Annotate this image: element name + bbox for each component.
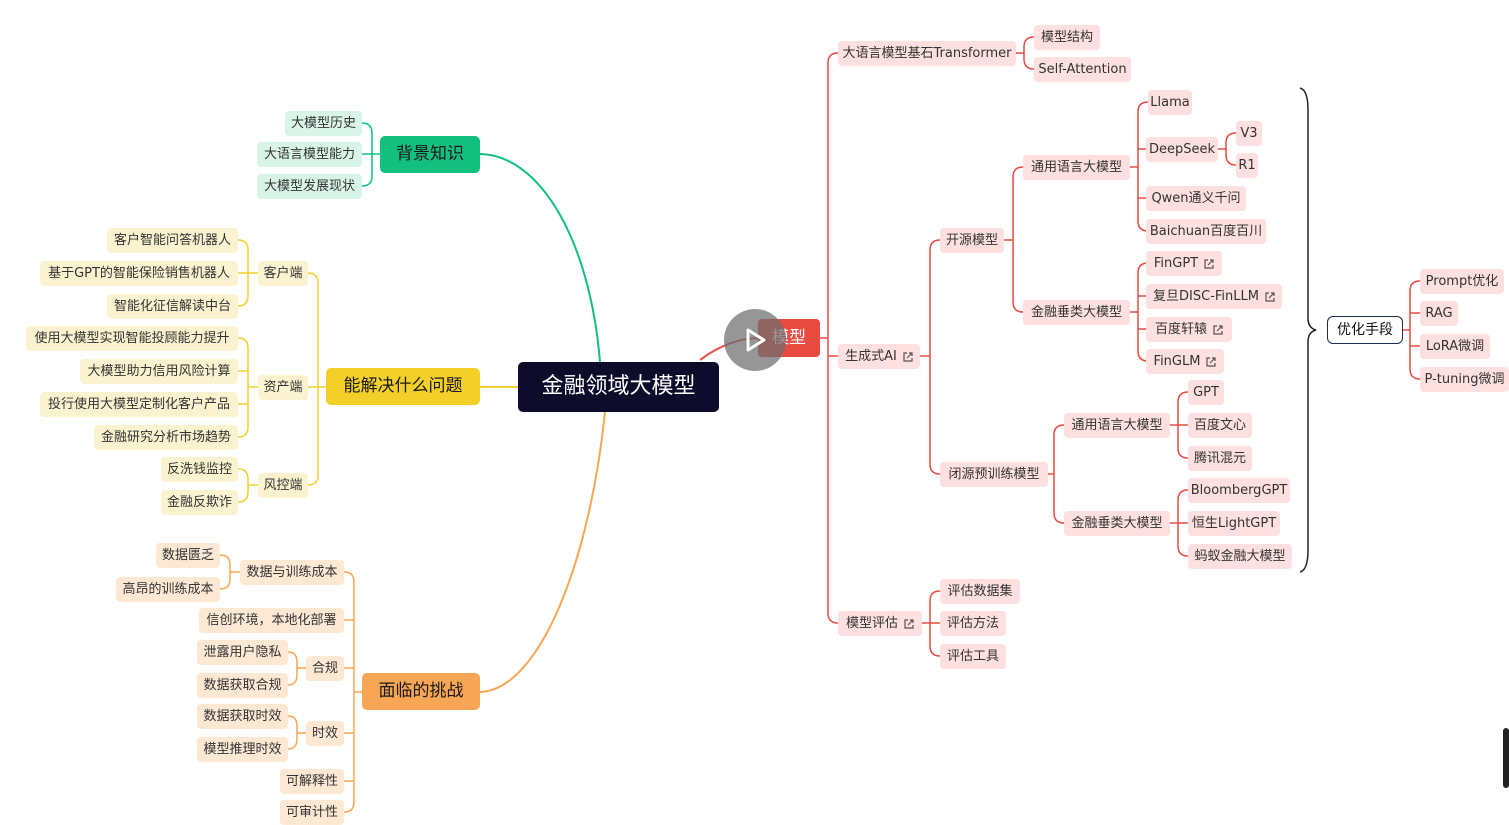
evaluation-item[interactable]: 评估工具 xyxy=(940,644,1006,669)
problem-item[interactable]: 反洗钱监控 xyxy=(161,457,238,482)
open-general-models[interactable]: 通用语言大模型 xyxy=(1023,155,1130,180)
model-leaf[interactable]: Llama xyxy=(1148,90,1192,115)
branch-background[interactable]: 背景知识 xyxy=(380,136,480,173)
challenge-item[interactable]: 信创环境，本地化部署 xyxy=(199,608,344,633)
open-source-models[interactable]: 开源模型 xyxy=(940,228,1004,253)
transformer-item[interactable]: 模型结构 xyxy=(1034,25,1100,50)
problem-item[interactable]: 投行使用大模型定制化客户产品 xyxy=(40,392,238,417)
external-link-icon[interactable] xyxy=(904,618,914,629)
external-link-icon[interactable] xyxy=(1265,291,1275,302)
leaf-label: FinGPT xyxy=(1153,256,1199,271)
branch-challenges[interactable]: 面临的挑战 xyxy=(362,673,480,710)
model-evaluation[interactable]: 模型评估 xyxy=(838,611,922,636)
evaluation-label: 模型评估 xyxy=(845,616,898,631)
problem-item[interactable]: 金融研究分析市场趋势 xyxy=(94,425,238,450)
problem-item[interactable]: 智能化征信解读中台 xyxy=(107,294,238,319)
closed-finance-models[interactable]: 金融垂类大模型 xyxy=(1064,511,1170,536)
deepseek-node[interactable]: DeepSeek xyxy=(1146,137,1218,162)
optimization-item[interactable]: RAG xyxy=(1420,301,1458,326)
optimization-item[interactable]: Prompt优化 xyxy=(1420,269,1504,294)
optimization-node[interactable]: 优化手段 xyxy=(1327,316,1403,344)
problem-group[interactable]: 客户端 xyxy=(258,261,308,286)
gen-ai-label: 生成式AI xyxy=(845,349,897,364)
model-leaf[interactable]: Qwen通义千问 xyxy=(1146,186,1246,211)
external-link-icon[interactable] xyxy=(1206,356,1217,367)
challenge-item[interactable]: 可解释性 xyxy=(280,769,344,794)
external-link-icon[interactable] xyxy=(903,351,913,362)
model-leaf[interactable]: 蚂蚁金融大模型 xyxy=(1188,544,1292,569)
challenge-item[interactable]: 数据匮乏 xyxy=(156,543,220,568)
model-leaf[interactable]: V3 xyxy=(1236,121,1262,146)
scroll-handle[interactable] xyxy=(1503,728,1509,788)
challenge-item[interactable]: 数据获取时效 xyxy=(197,704,288,729)
model-leaf[interactable]: R1 xyxy=(1236,153,1258,178)
model-transformer[interactable]: 大语言模型基石Transformer xyxy=(838,41,1016,66)
optimization-item[interactable]: LoRA微调 xyxy=(1420,334,1490,359)
open-finance-models[interactable]: 金融垂类大模型 xyxy=(1023,300,1130,325)
challenge-item[interactable]: 模型推理时效 xyxy=(197,737,288,762)
problem-group[interactable]: 风控端 xyxy=(258,473,308,498)
model-leaf[interactable]: 百度文心 xyxy=(1188,413,1252,438)
background-item[interactable]: 大语言模型能力 xyxy=(257,142,362,167)
leaf-label: 复旦DISC-FinLLM xyxy=(1153,289,1259,304)
model-leaf[interactable]: 腾讯混元 xyxy=(1188,446,1252,471)
background-item[interactable]: 大模型发展现状 xyxy=(257,174,362,199)
challenge-group[interactable]: 合规 xyxy=(306,656,344,681)
model-leaf[interactable]: 复旦DISC-FinLLM xyxy=(1146,284,1282,309)
external-link-icon[interactable] xyxy=(1204,258,1214,269)
challenge-item[interactable]: 可审计性 xyxy=(280,800,344,825)
problem-item[interactable]: 使用大模型实现智能投顾能力提升 xyxy=(26,326,238,351)
model-leaf[interactable]: 百度轩辕 xyxy=(1146,317,1232,342)
transformer-item[interactable]: Self-Attention xyxy=(1034,57,1131,82)
evaluation-item[interactable]: 评估数据集 xyxy=(940,579,1020,604)
problem-group[interactable]: 资产端 xyxy=(258,375,308,400)
leaf-label: FinGLM xyxy=(1153,354,1201,369)
model-leaf[interactable]: BloombergGPT xyxy=(1188,478,1290,503)
model-leaf[interactable]: FinGLM xyxy=(1146,349,1224,374)
background-item[interactable]: 大模型历史 xyxy=(285,111,362,136)
problem-item[interactable]: 基于GPT的智能保险销售机器人 xyxy=(40,261,238,286)
leaf-label: 百度轩辕 xyxy=(1154,322,1207,337)
closed-general-models[interactable]: 通用语言大模型 xyxy=(1064,413,1170,438)
external-link-icon[interactable] xyxy=(1213,324,1223,335)
optimization-item[interactable]: P-tuning微调 xyxy=(1420,367,1509,392)
challenge-group[interactable]: 时效 xyxy=(306,721,344,746)
root-node[interactable]: 金融领域大模型 xyxy=(518,362,719,412)
problem-item[interactable]: 客户智能问答机器人 xyxy=(107,228,238,253)
model-leaf[interactable]: Baichuan百度百川 xyxy=(1146,219,1266,244)
play-icon[interactable] xyxy=(724,309,786,371)
model-leaf[interactable]: 恒生LightGPT xyxy=(1188,511,1280,536)
challenge-item[interactable]: 高昂的训练成本 xyxy=(116,577,220,602)
model-gen-ai[interactable]: 生成式AI xyxy=(838,344,920,369)
model-leaf[interactable]: GPT xyxy=(1188,380,1224,405)
closed-models[interactable]: 闭源预训练模型 xyxy=(940,462,1048,487)
challenge-group[interactable]: 数据与训练成本 xyxy=(240,560,344,585)
model-leaf[interactable]: FinGPT xyxy=(1146,251,1222,276)
problem-item[interactable]: 金融反欺诈 xyxy=(161,490,238,515)
evaluation-item[interactable]: 评估方法 xyxy=(940,611,1006,636)
challenge-item[interactable]: 数据获取合规 xyxy=(197,673,288,698)
challenge-item[interactable]: 泄露用户隐私 xyxy=(197,640,288,665)
problem-item[interactable]: 大模型助力信用风险计算 xyxy=(80,359,238,384)
branch-problems[interactable]: 能解决什么问题 xyxy=(326,368,480,405)
